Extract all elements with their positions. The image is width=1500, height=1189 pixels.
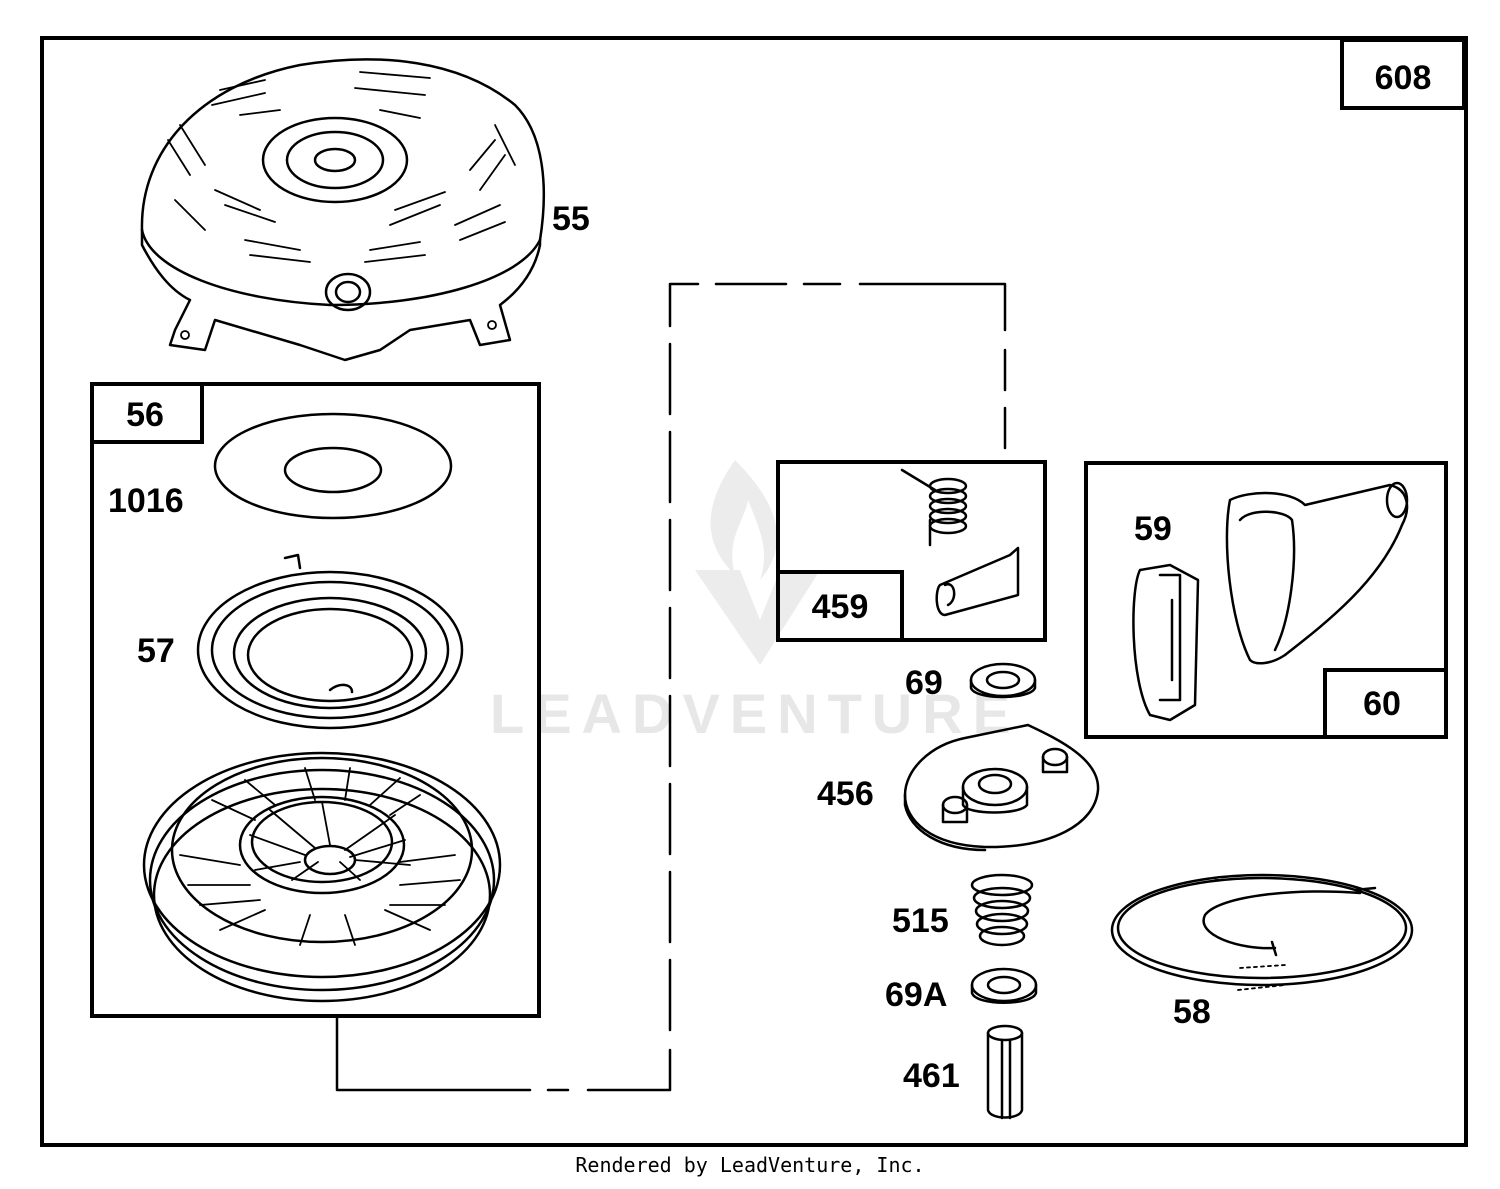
callout-1016: 1016 <box>108 482 184 520</box>
watermark-flame-icon <box>710 460 778 580</box>
pawl-retainer-456-part[interactable] <box>903 723 1100 852</box>
watermark-v-icon <box>695 570 820 665</box>
pawl-kit-box <box>776 460 1047 642</box>
outer-frame <box>40 36 1468 1147</box>
assembly-connector-lines <box>335 282 1007 1092</box>
starter-rope-58-part[interactable] <box>1110 873 1414 991</box>
callout-459: 459 <box>812 588 869 626</box>
center-pin-461-part[interactable] <box>986 1024 1024 1120</box>
page-number-box: 608 <box>1340 38 1466 110</box>
callout-69: 69 <box>905 664 943 702</box>
washer-69-part[interactable] <box>969 662 1037 699</box>
compression-spring-515-part[interactable] <box>970 873 1034 947</box>
starter-handle-60-part[interactable] <box>1225 481 1409 665</box>
washer-69a-part[interactable] <box>970 967 1038 1004</box>
watermark-text: LEADVENTURE <box>490 682 1020 745</box>
callout-461: 461 <box>903 1057 960 1095</box>
callout-58: 58 <box>1173 993 1211 1031</box>
callout-57: 57 <box>137 632 175 670</box>
starter-housing-part[interactable] <box>140 58 546 362</box>
callout-56: 56 <box>126 396 164 434</box>
page-number: 608 <box>1375 59 1432 97</box>
rewind-spring-57-part[interactable] <box>196 553 464 730</box>
handle-insert-59-part[interactable] <box>1132 563 1200 722</box>
callout-55: 55 <box>552 200 590 238</box>
callout-69a: 69A <box>885 976 947 1014</box>
pawl-spring-part[interactable] <box>900 468 968 547</box>
footer-credit: Rendered by LeadVenture, Inc. <box>575 1153 925 1177</box>
starter-handle-box <box>1084 461 1448 739</box>
starter-pulley-part[interactable] <box>142 751 502 1003</box>
rewind-pulley-assembly-box <box>90 382 541 1018</box>
callout-456: 456 <box>817 775 874 813</box>
callout-60: 60 <box>1363 685 1401 723</box>
callout-515: 515 <box>892 902 949 940</box>
callout-59: 59 <box>1134 510 1172 548</box>
pawl-part[interactable] <box>935 546 1020 617</box>
leadventure-watermark: LEADVENTURE <box>490 460 1020 745</box>
washer-1016-part[interactable] <box>213 412 453 520</box>
